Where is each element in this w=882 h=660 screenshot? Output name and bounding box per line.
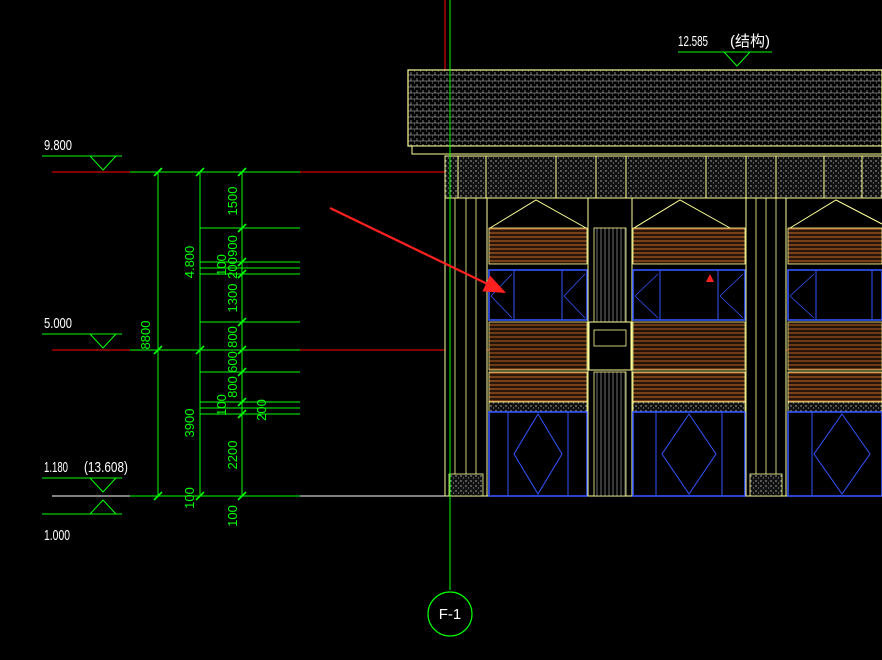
annotation-arrow [329,207,506,293]
dim-overall: 8800 [138,321,153,350]
title-elevation-note: (结构) [730,33,770,50]
axis-label-f1: F-1 [439,606,462,623]
level-label-5000: 5.000 [44,315,72,332]
dim-inner-8: 800 [225,376,240,398]
dimension-lines [130,167,300,501]
bay-3 [787,199,882,497]
dim-inner-10: 200 [254,399,269,421]
dim-inner-11: 2200 [225,441,240,470]
dim-inner-12: 100 [225,505,240,527]
level-label-9800: 9.800 [44,137,72,154]
level-label-1180-extra: (13.608) [84,459,128,476]
level-marker-9800 [42,155,122,171]
dim-inner-7: 600 [225,351,240,373]
dim-lower-storey: 3900 [182,409,197,438]
dim-inner-6: 800 [225,326,240,348]
dim-inner-1: 1500 [225,187,240,216]
bay-2 [632,199,746,497]
building-facade [407,69,882,497]
level-label-1000: 1.000 [44,527,70,544]
grid-axis-f1 [427,0,473,637]
dim-inner-9: 100 [214,394,229,416]
dim-upper-storey: 4.800 [182,246,197,279]
title-level-marker [678,51,772,67]
dim-plinth: 100 [182,487,197,509]
dim-inner-5: 1300 [225,284,240,313]
level-marker-5000 [42,333,122,349]
level-label-1180: 1.180 [44,459,68,476]
dim-inner-2: 900 [225,235,240,257]
level-marker-1180 [42,477,122,515]
bay-1 [488,199,588,497]
title-elevation-value: 12.585 [678,33,708,50]
dim-inner-4: 100 [214,254,229,276]
dim-inner-3: 200 [225,257,240,279]
